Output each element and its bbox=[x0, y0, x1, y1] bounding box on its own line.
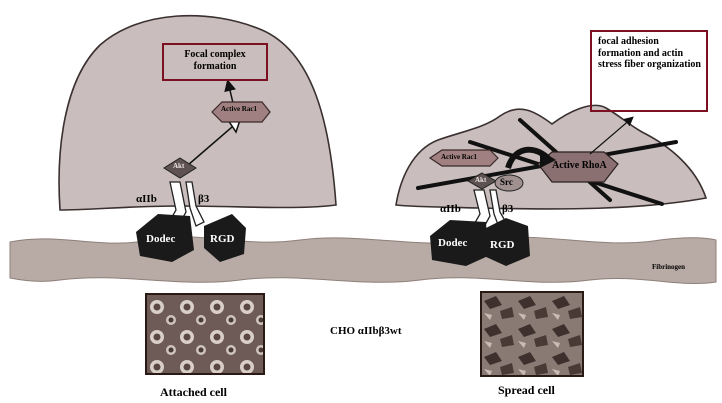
active-rac1-left-label: Active Rac1 bbox=[221, 106, 257, 113]
akt-left-label: Akt bbox=[173, 163, 184, 170]
src-label: Src bbox=[500, 178, 513, 187]
akt-right-label: Akt bbox=[475, 177, 486, 184]
fibrinogen-substrate bbox=[10, 237, 716, 284]
fibrinogen-label: Fibrinogen bbox=[652, 264, 685, 271]
focal-adhesion-box: focal adhesion formation and actin stres… bbox=[590, 30, 708, 112]
aiib-right-label: αIIb bbox=[440, 204, 461, 216]
focal-complex-box: Focal complex formation bbox=[162, 43, 268, 81]
attached-cell-image bbox=[147, 295, 265, 375]
spread-cell-image bbox=[482, 293, 584, 377]
dodec-right-label: Dodec bbox=[438, 238, 467, 250]
focal-adhesion-label: focal adhesion formation and actin stres… bbox=[592, 32, 706, 71]
active-rac1-right-label: Active Rac1 bbox=[441, 154, 477, 161]
rgd-right-label: RGD bbox=[490, 240, 514, 252]
cho-label: CHO αIIbβ3wt bbox=[330, 326, 402, 338]
attached-cell-micrograph bbox=[145, 293, 265, 375]
dodec-left-label: Dodec bbox=[146, 234, 175, 246]
rgd-left-label: RGD bbox=[210, 234, 234, 246]
active-rhoa-label: Active RhoA bbox=[552, 161, 607, 172]
b3-right-label: β3 bbox=[502, 204, 513, 216]
attached-cell-caption: Attached cell bbox=[160, 386, 227, 399]
spread-cell-caption: Spread cell bbox=[498, 384, 555, 397]
b3-left-label: β3 bbox=[198, 194, 209, 206]
spread-cell-micrograph bbox=[480, 291, 584, 377]
focal-complex-label: Focal complex formation bbox=[164, 45, 266, 72]
aiib-left-label: αIIb bbox=[136, 194, 157, 206]
